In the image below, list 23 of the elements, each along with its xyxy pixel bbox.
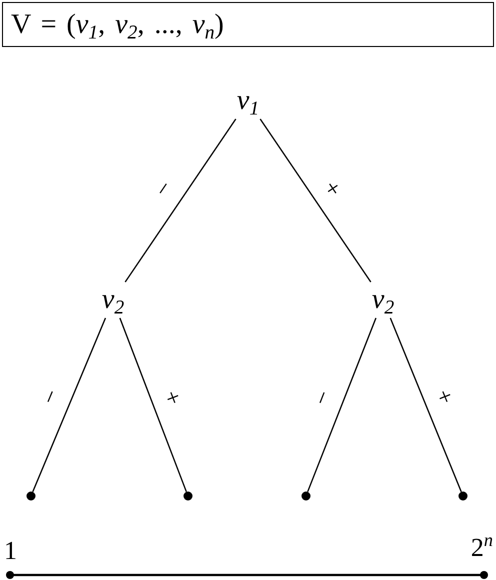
edge-label: − xyxy=(150,176,178,202)
range-end-label: 1 xyxy=(4,538,17,564)
edge-label: + xyxy=(158,387,186,408)
leaf-dot xyxy=(184,492,192,500)
leaf-dot xyxy=(26,492,36,500)
tree-edge xyxy=(390,318,462,492)
edge-label: + xyxy=(318,176,346,202)
leaf-dot xyxy=(302,492,310,500)
vertex-label: v$_{2}$ xyxy=(98,282,128,318)
tree-edge xyxy=(307,318,377,492)
tree-edge xyxy=(32,318,106,492)
vertex-label: v$_{1}$ xyxy=(234,83,262,119)
vertex-label: v$_{2}$ xyxy=(368,282,398,318)
tree-edge xyxy=(119,318,187,492)
edge-label: + xyxy=(430,386,458,408)
range-end-label: 2$^{n}$ xyxy=(470,535,493,561)
edge-label: − xyxy=(310,386,337,408)
tree-edge xyxy=(260,118,372,282)
tree-edge xyxy=(124,118,236,282)
formula-box xyxy=(2,2,494,47)
leaf-dot xyxy=(458,492,468,500)
edge-label: − xyxy=(36,386,64,408)
formula-text: V = (v$_{1}$, v$_{2}$, ..., v$_{n}$) xyxy=(11,10,224,38)
